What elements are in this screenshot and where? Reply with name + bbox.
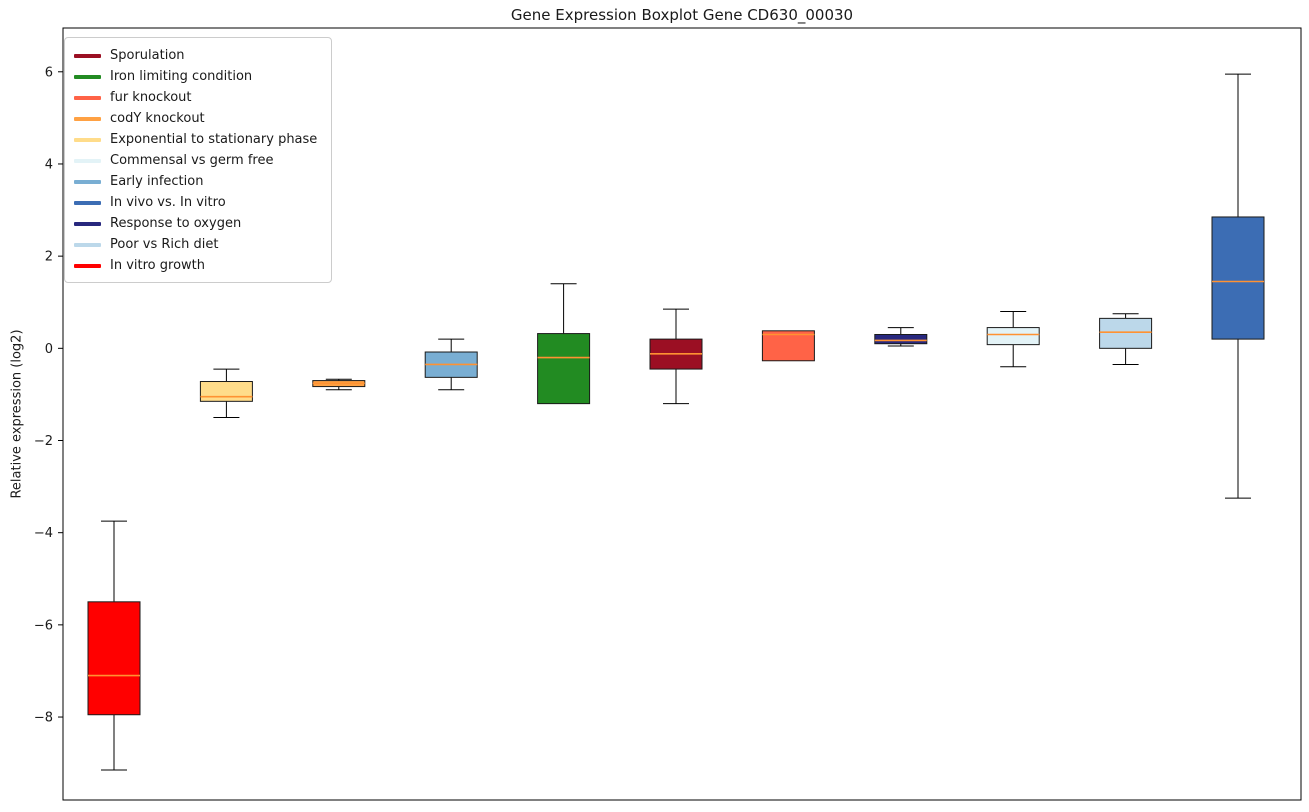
legend-swatch xyxy=(74,116,101,121)
legend-label: Early infection xyxy=(110,174,204,189)
legend-swatch xyxy=(74,263,101,268)
box-rect xyxy=(537,333,591,405)
box-rect xyxy=(199,381,253,402)
legend-item: fur knockout xyxy=(74,87,322,108)
legend-swatch xyxy=(74,179,101,184)
legend-swatch xyxy=(74,242,101,247)
legend-item: In vitro growth xyxy=(74,255,322,276)
y-tick-label: 0 xyxy=(45,342,53,357)
box-rect xyxy=(1211,216,1265,340)
legend-item: Exponential to stationary phase xyxy=(74,129,322,150)
legend-item: Response to oxygen xyxy=(74,213,322,234)
legend-label: fur knockout xyxy=(110,90,192,105)
box-rect xyxy=(761,330,815,362)
legend-swatch xyxy=(74,74,101,79)
y-tick-label: 2 xyxy=(45,250,53,265)
legend-item: codY knockout xyxy=(74,108,322,129)
legend-item: In vivo vs. In vitro xyxy=(74,192,322,213)
y-tick-label: −6 xyxy=(34,618,53,633)
box-rect xyxy=(1099,317,1153,349)
legend-label: In vitro growth xyxy=(110,258,205,273)
legend-item: Commensal vs germ free xyxy=(74,150,322,171)
legend-item: Early infection xyxy=(74,171,322,192)
box-rect xyxy=(87,601,141,716)
legend-label: In vivo vs. In vitro xyxy=(110,195,226,210)
legend-item: Sporulation xyxy=(74,45,322,66)
box-rect xyxy=(874,333,928,345)
y-tick-label: 6 xyxy=(45,65,53,80)
y-tick-label: −2 xyxy=(34,434,53,449)
chart-title: Gene Expression Boxplot Gene CD630_00030 xyxy=(510,6,854,24)
legend-label: codY knockout xyxy=(110,111,205,126)
legend-label: Exponential to stationary phase xyxy=(110,132,318,147)
y-tick-label: −8 xyxy=(34,711,53,726)
legend-label: Commensal vs germ free xyxy=(110,153,274,168)
legend-swatch xyxy=(74,200,101,205)
legend-swatch xyxy=(74,158,101,163)
legend-swatch xyxy=(74,95,101,100)
box-rect xyxy=(986,327,1040,346)
y-tick-label: 4 xyxy=(45,157,53,172)
legend-label: Sporulation xyxy=(110,48,185,63)
legend-swatch xyxy=(74,221,101,226)
legend-item: Iron limiting condition xyxy=(74,66,322,87)
legend-label: Response to oxygen xyxy=(110,216,242,231)
legend-swatch xyxy=(74,53,101,58)
legend-item: Poor vs Rich diet xyxy=(74,234,322,255)
legend-label: Iron limiting condition xyxy=(110,69,253,84)
y-tick-label: −4 xyxy=(34,526,53,541)
axes-frame xyxy=(62,27,1302,801)
legend-swatch xyxy=(74,137,101,142)
legend-label: Poor vs Rich diet xyxy=(110,237,219,252)
